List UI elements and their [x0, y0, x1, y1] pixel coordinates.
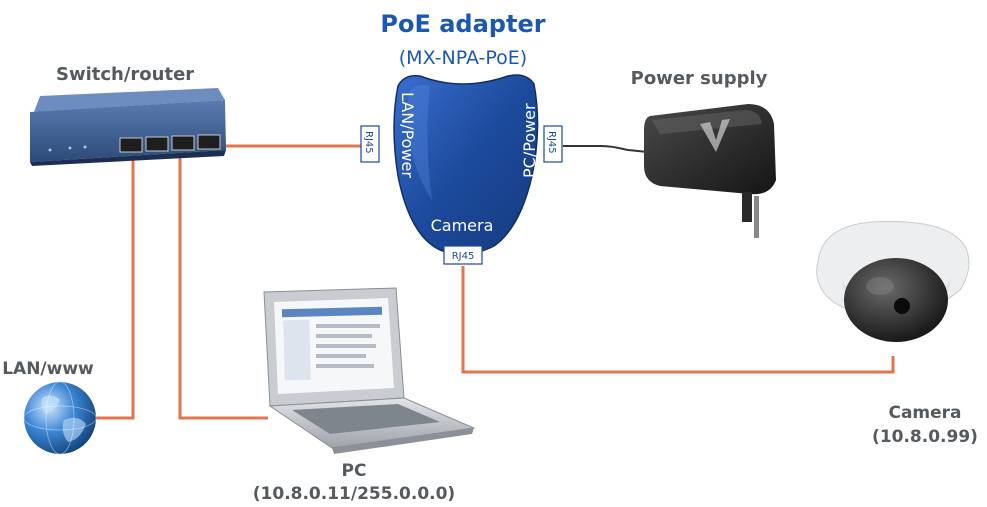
poe-adapter: LAN/Power PC/Power Camera	[393, 74, 539, 255]
rj45-tag	[543, 125, 563, 163]
adapter-port-lan-label: LAN/Power	[398, 92, 417, 178]
power-supply-label: Power supply	[631, 68, 768, 89]
lan-www	[23, 381, 97, 455]
pc-laptop	[263, 287, 476, 454]
switch-led	[48, 148, 52, 152]
rj45-label: RJ45	[452, 251, 475, 262]
switch-led	[83, 145, 87, 149]
camera-address: (10.8.0.99)	[872, 427, 978, 447]
rj45-port-pc: RJ45	[543, 125, 563, 163]
rj45-port-lan: RJ45	[360, 125, 380, 163]
poe-adapter-icon	[393, 74, 539, 255]
camera-lens	[894, 298, 910, 314]
dome-camera	[816, 221, 970, 342]
adapter-port-camera-label: Camera	[431, 216, 494, 235]
screen-line	[316, 364, 374, 368]
switch-port	[197, 134, 221, 150]
rj45-tag	[443, 245, 483, 265]
dome-reflection	[866, 277, 894, 295]
adapter-model: (MX-NPA-PoE)	[399, 47, 527, 69]
psu-face-highlight	[652, 110, 762, 134]
rj45-label: RJ45	[363, 131, 374, 154]
screen-header-bar	[281, 306, 383, 318]
power-supply	[644, 104, 776, 238]
switch-port	[145, 136, 169, 152]
globe-continent	[62, 417, 86, 442]
dome-camera-icon	[844, 258, 948, 342]
switch-label: Switch/router	[56, 64, 194, 85]
psu-logo	[700, 119, 730, 152]
switch-port	[171, 135, 195, 151]
screen-line	[316, 324, 380, 328]
rj45-port-camera: RJ45	[443, 245, 483, 265]
rj45-label: RJ45	[546, 131, 557, 154]
switch-port	[119, 137, 143, 153]
adapter-title: PoE adapter	[380, 10, 545, 38]
screen-line	[316, 334, 372, 338]
cables	[94, 144, 895, 420]
camera-label: Camera	[888, 403, 961, 423]
laptop-keyboard	[292, 404, 440, 434]
globe-latitude	[23, 405, 97, 431]
psu-pin	[754, 196, 759, 238]
switch-bottom-shadow	[30, 150, 226, 166]
globe-continent	[41, 395, 60, 414]
pc-address: (10.8.0.11/255.0.0.0)	[253, 484, 455, 504]
globe-icon	[24, 382, 96, 454]
switch-router	[30, 88, 226, 166]
globe-meridian	[45, 381, 75, 455]
switch-led	[68, 146, 72, 150]
adapter-port-pc-label: PC/Power	[520, 103, 539, 178]
cable-adapter-to-camera	[461, 266, 895, 374]
screen-line	[316, 354, 366, 358]
screen-line	[316, 344, 376, 348]
cable-switch-to-lan	[94, 152, 135, 420]
psu-prong	[742, 192, 752, 222]
adapter-highlight	[407, 84, 432, 200]
switch-top-face	[34, 88, 225, 112]
laptop-front-edge	[332, 428, 474, 454]
pc-label: PC	[342, 461, 367, 481]
rj45-tag	[360, 125, 380, 163]
cable-switch-to-pc	[178, 152, 268, 420]
cable-adapter-to-psu	[563, 145, 649, 153]
lan-label: LAN/www	[2, 359, 94, 379]
screen-sidebar	[283, 319, 311, 381]
